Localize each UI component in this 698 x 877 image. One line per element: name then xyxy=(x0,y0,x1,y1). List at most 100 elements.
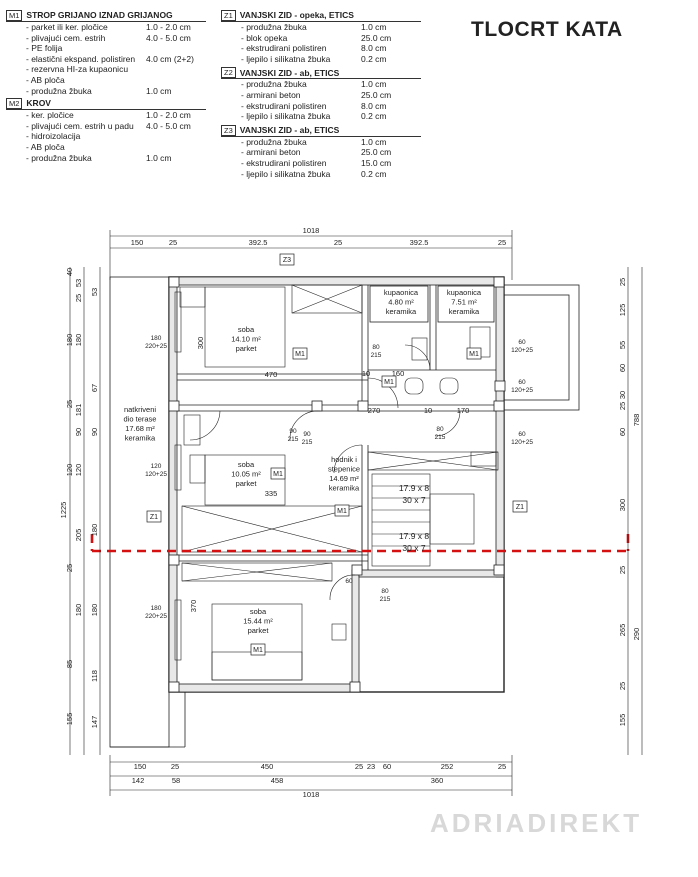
dim-top-segment: 25 xyxy=(498,238,506,247)
room-label-kup1: kupaonica xyxy=(384,288,419,297)
divider xyxy=(6,109,206,111)
legend-row: - hidroizolacija xyxy=(6,131,206,142)
window-size: 60 xyxy=(518,339,526,346)
dim-right: 265 xyxy=(618,624,627,637)
layer-tag: Z1 xyxy=(221,10,236,21)
window-size: 180 xyxy=(151,605,162,612)
dim-right: 25 xyxy=(618,402,627,410)
room-label-soba3: parket xyxy=(248,626,270,635)
room-label-kup1: 4.80 m² xyxy=(388,298,414,307)
door-size: 80 xyxy=(381,588,389,595)
room-label-kup2: 7.51 m² xyxy=(451,298,477,307)
divider xyxy=(6,21,206,22)
z1-tag-frame xyxy=(146,510,162,523)
material: - AB ploča xyxy=(26,141,65,152)
material: - hidroizolacija xyxy=(26,131,81,142)
dim-left-inner: 25 xyxy=(65,400,74,408)
room-label-soba2: 10.05 m² xyxy=(231,470,261,479)
legend-row: - armirani beton 25.0 cm xyxy=(221,90,421,101)
room-label-soba2: parket xyxy=(236,479,258,488)
dim-left-inner: 67 xyxy=(90,384,99,392)
thickness: 1.0 cm xyxy=(146,85,172,96)
window-size: 120 xyxy=(151,463,162,470)
layer-tag: M2 xyxy=(6,98,23,110)
room-label-kup2: kupaonica xyxy=(447,288,482,297)
m1-tag: M1 xyxy=(384,379,394,386)
dim-left-mid: 53 xyxy=(74,279,83,287)
z3-tag-frame xyxy=(279,253,295,266)
dim-left-inner: 155 xyxy=(65,713,74,726)
door-size: 215 xyxy=(288,436,299,443)
room-label-hodnik: 14.69 m² xyxy=(329,474,359,483)
thickness: 25.0 cm xyxy=(361,89,392,100)
material: - elastični ekspand. polistiren xyxy=(26,53,136,64)
window-size: 220+25 xyxy=(145,343,167,350)
dim-right-outer: 788 xyxy=(632,414,641,427)
room-label-kup2: keramika xyxy=(449,307,480,316)
dim-left-mid: 120 xyxy=(74,464,83,477)
material: - armirani beton xyxy=(241,89,301,100)
material: - PE folija xyxy=(26,43,63,54)
z1-tag: Z1 xyxy=(150,514,158,521)
legend-row: - AB ploča xyxy=(6,75,206,86)
page-title: TLOCRT KATA xyxy=(471,18,623,41)
dim-left-inner: 180 xyxy=(90,524,99,537)
room-label-soba1: parket xyxy=(236,344,258,353)
door-size: 215 xyxy=(371,352,382,359)
dim-top-segment: 25 xyxy=(169,238,177,247)
dim-top-total: 1018 xyxy=(303,226,320,235)
material: - rezervna HI-za kupaonicu xyxy=(26,64,129,75)
dim-bottom-row1: 23 xyxy=(367,762,375,771)
door-size: 215 xyxy=(435,434,446,441)
m1-tag: M1 xyxy=(469,351,479,358)
dim-bottom-total: 1018 xyxy=(303,790,320,799)
room-label-hodnik: stepenice xyxy=(328,465,360,474)
m1-tag-frame xyxy=(250,643,266,656)
wall-length: 335 xyxy=(265,489,278,498)
door-size: 90 xyxy=(289,428,297,435)
material: - produžna žbuka xyxy=(241,136,307,147)
room-label-terasa: natkriveni xyxy=(124,405,156,414)
dim-bottom-row1: 60 xyxy=(383,762,391,771)
wall-length: 160 xyxy=(392,369,405,378)
m1-tag-frame xyxy=(466,347,482,360)
dim-left-inner: 25 xyxy=(65,564,74,572)
room-label-soba2: soba xyxy=(238,460,255,469)
dim-top-segment: 392.5 xyxy=(410,238,429,247)
material: - ljepilo i silikatna žbuka xyxy=(241,111,331,122)
dim-bottom-row2: 58 xyxy=(172,776,180,785)
legend-row: - rezervna HI-za kupaonicu xyxy=(6,64,206,75)
room-label-terasa: 17.68 m² xyxy=(125,424,155,433)
legend-row: - PE folija xyxy=(6,43,206,54)
material: - produžna žbuka xyxy=(26,85,92,96)
dim-top-segment: 25 xyxy=(334,238,342,247)
thickness: 25.0 cm xyxy=(361,32,392,43)
room-label-soba1: 14.10 m² xyxy=(231,335,261,344)
thickness: 1.0 cm xyxy=(361,79,387,90)
dim-left-inner: 53 xyxy=(90,288,99,296)
room-label-soba1: soba xyxy=(238,325,255,334)
dim-right: 125 xyxy=(618,304,627,317)
thickness: 0.2 cm xyxy=(361,53,387,64)
dim-left-inner: 120 xyxy=(65,464,74,477)
room-label-terasa: keramika xyxy=(125,434,156,443)
thickness: 0.2 cm xyxy=(361,111,387,122)
dim-left-inner: 90 xyxy=(90,428,99,436)
m1-tag-frame xyxy=(334,504,350,517)
layer-tag: M1 xyxy=(6,10,23,21)
room-label-soba3: soba xyxy=(250,607,267,616)
dim-right: 300 xyxy=(618,499,627,512)
window-size: 120+25 xyxy=(511,387,533,394)
